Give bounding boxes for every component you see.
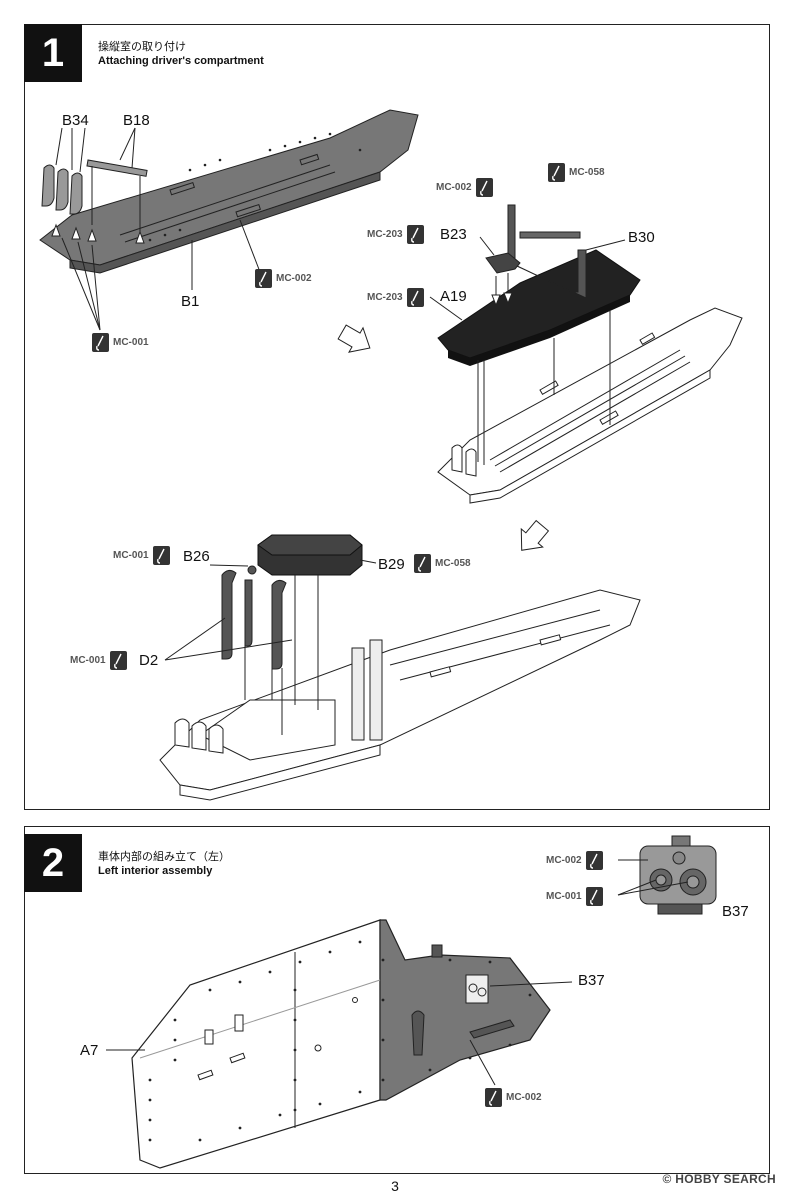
paint-code: MC-002: [506, 1092, 542, 1103]
step-2-title-jp: 車体内部の組み立て（左）: [98, 850, 230, 863]
paint-callout-mc203: MC-203: [367, 288, 424, 307]
watermark: © HOBBY SEARCH: [662, 1172, 776, 1186]
paint-brush-icon: [152, 546, 170, 565]
paint-callout-mc001: MC-001: [70, 651, 127, 670]
paint-brush-icon: [548, 163, 565, 182]
paint-brush-icon: [585, 887, 603, 906]
levers-d2: [221, 565, 287, 670]
paint-callout-mc058: MC-058: [414, 554, 471, 573]
label-b37: B37: [578, 972, 605, 989]
label-d2: D2: [139, 652, 159, 669]
paint-callout-mc001: MC-001: [546, 887, 603, 906]
floor-plate-b1: [39, 109, 419, 274]
bar-b18: [86, 159, 148, 235]
paint-code: MC-002: [546, 855, 582, 866]
paint-callout-mc002: MC-002: [436, 178, 493, 197]
page-number: 3: [391, 1178, 399, 1194]
part-b23: [485, 252, 521, 274]
label-b29: B29: [378, 556, 405, 573]
plate-a19: [437, 249, 641, 366]
paint-callout-mc002: MC-002: [546, 851, 603, 870]
step-2-number: 2: [24, 834, 82, 892]
box-b37-small: [465, 974, 489, 1004]
step-1-title-en: Attaching driver's compartment: [98, 55, 264, 67]
paint-code: MC-001: [113, 337, 149, 348]
paint-code: MC-002: [276, 273, 312, 284]
paint-code: MC-058: [435, 558, 471, 569]
paint-code: MC-058: [569, 167, 605, 178]
label-b34: B34: [62, 112, 89, 129]
assembly-arrow-1: [337, 324, 371, 353]
floor-outline-right: [437, 307, 743, 504]
paint-callout-mc058: MC-058: [548, 163, 605, 182]
paint-brush-icon: [475, 178, 493, 197]
seat-b29: [257, 534, 363, 576]
paint-code: MC-203: [367, 229, 403, 240]
paint-code: MC-002: [436, 182, 472, 193]
step-1-title-jp: 操縦室の取り付け: [98, 40, 186, 53]
paint-brush-icon: [414, 554, 431, 573]
paint-callout-mc001: MC-001: [113, 546, 170, 565]
paint-code: MC-203: [367, 292, 403, 303]
step-1-number: 1: [24, 24, 82, 82]
paint-brush-icon: [485, 1088, 502, 1107]
label-a7: A7: [80, 1042, 99, 1059]
box-b37-detail: [639, 835, 717, 915]
paint-brush-icon: [92, 333, 109, 352]
paint-code: MC-001: [70, 655, 106, 666]
paint-callout-mc002: MC-002: [485, 1088, 542, 1107]
paint-brush-icon: [109, 651, 127, 670]
paint-brush-icon: [406, 288, 424, 307]
paint-callout-mc001: MC-001: [92, 333, 149, 352]
paint-brush-icon: [255, 269, 272, 288]
paint-brush-icon: [585, 851, 603, 870]
paint-brush-icon: [406, 225, 424, 244]
label-b26: B26: [183, 548, 210, 565]
paint-code: MC-001: [546, 891, 582, 902]
assembly-arrow-2: [520, 519, 550, 551]
label-b1: B1: [181, 293, 200, 310]
label-a19: A19: [440, 288, 467, 305]
levers-b34: [41, 164, 83, 215]
label-b23: B23: [440, 226, 467, 243]
label-b30: B30: [628, 229, 655, 246]
paint-callout-mc002: MC-002: [255, 269, 312, 288]
frame-b30: [507, 204, 587, 299]
side-panel-a7: [131, 919, 551, 1169]
paint-callout-mc203: MC-203: [367, 225, 424, 244]
paint-code: MC-001: [113, 550, 149, 561]
label-b37-detail: B37: [722, 903, 749, 920]
step-2-title-en: Left interior assembly: [98, 865, 213, 877]
floor-lower: [159, 589, 641, 801]
label-b18: B18: [123, 112, 150, 129]
